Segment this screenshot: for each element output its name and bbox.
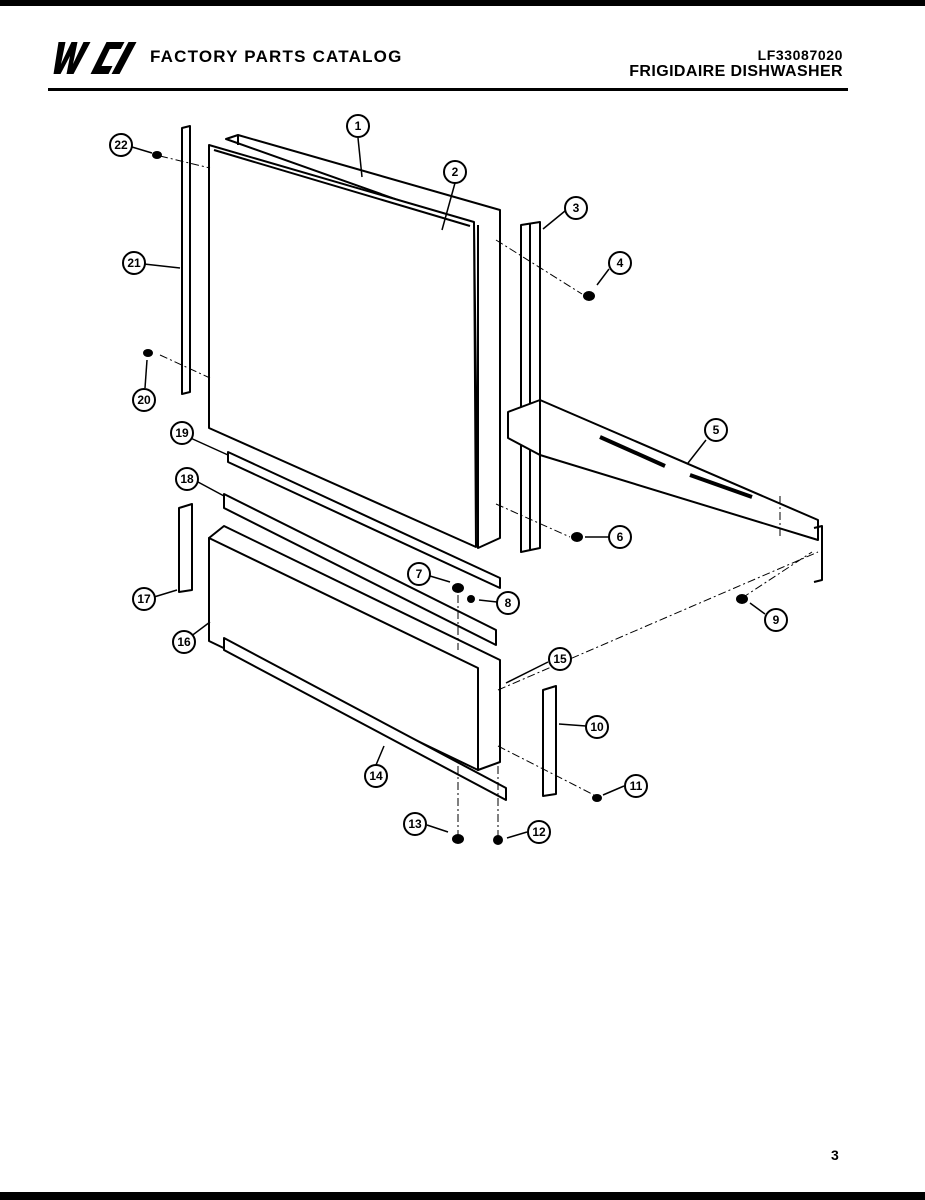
svg-text:14: 14: [369, 769, 383, 783]
svg-text:7: 7: [416, 567, 423, 581]
inner-door-panel: [208, 144, 477, 548]
callout-6: 6: [608, 525, 632, 549]
svg-text:1: 1: [355, 119, 362, 133]
svg-text:19: 19: [175, 426, 189, 440]
svg-text:10: 10: [590, 720, 604, 734]
svg-text:20: 20: [137, 393, 151, 407]
right-bracket: [542, 685, 557, 797]
top-border-bar: [0, 0, 925, 6]
header-rule: [48, 88, 848, 91]
callout-1: 1: [346, 114, 370, 138]
callout-16: 16: [172, 630, 196, 654]
kick-panel: [208, 525, 501, 771]
callout-15: 15: [548, 647, 572, 671]
callout-9: 9: [764, 608, 788, 632]
wci-logo: [53, 42, 137, 74]
left-trim-strip: [181, 125, 191, 395]
svg-text:12: 12: [532, 825, 546, 839]
callout-12: 12: [527, 820, 551, 844]
svg-text:2: 2: [452, 165, 459, 179]
bottom-border-bar: [0, 1192, 925, 1200]
callout-5: 5: [704, 418, 728, 442]
bottom-channel: [223, 637, 507, 801]
svg-text:17: 17: [137, 592, 151, 606]
callout-markers: 1 2 3 4 5 6 7 8 9 10 11 12 13 14 15 16 1…: [109, 114, 788, 844]
svg-text:3: 3: [573, 201, 580, 215]
svg-text:18: 18: [180, 472, 194, 486]
left-bracket: [178, 503, 193, 593]
callout-11: 11: [624, 774, 648, 798]
callout-22: 22: [109, 133, 133, 157]
product-name: FRIGIDAIRE DISHWASHER: [629, 63, 843, 80]
svg-text:6: 6: [617, 530, 624, 544]
model-number: LF33087020: [757, 47, 843, 63]
callout-4: 4: [608, 251, 632, 275]
page-number: 3: [831, 1147, 839, 1163]
svg-text:21: 21: [127, 256, 141, 270]
svg-text:11: 11: [630, 779, 643, 793]
callout-17: 17: [132, 587, 156, 611]
callout-8: 8: [496, 591, 520, 615]
callout-20: 20: [132, 388, 156, 412]
callout-2: 2: [443, 160, 467, 184]
toe-plate-channel: [223, 493, 497, 646]
rail-slots: [599, 435, 753, 499]
bottom-door-channel: [227, 451, 501, 589]
svg-text:16: 16: [177, 635, 191, 649]
svg-text:15: 15: [553, 652, 567, 666]
svg-text:5: 5: [713, 423, 720, 437]
alignment-lines: [159, 155, 819, 836]
svg-text:4: 4: [617, 256, 624, 270]
leader-lines: [131, 137, 766, 839]
callout-10: 10: [585, 715, 609, 739]
svg-text:22: 22: [114, 138, 128, 152]
svg-text:8: 8: [505, 596, 512, 610]
callout-21: 21: [122, 251, 146, 275]
callout-7: 7: [407, 562, 431, 586]
fastener-screws: [143, 151, 748, 845]
callout-18: 18: [175, 467, 199, 491]
svg-text:9: 9: [773, 613, 780, 627]
callout-13: 13: [403, 812, 427, 836]
side-rail: [507, 399, 823, 583]
catalog-title: FACTORY PARTS CATALOG: [150, 47, 403, 66]
callout-14: 14: [364, 764, 388, 788]
callout-19: 19: [170, 421, 194, 445]
svg-text:13: 13: [408, 817, 422, 831]
callout-3: 3: [564, 196, 588, 220]
